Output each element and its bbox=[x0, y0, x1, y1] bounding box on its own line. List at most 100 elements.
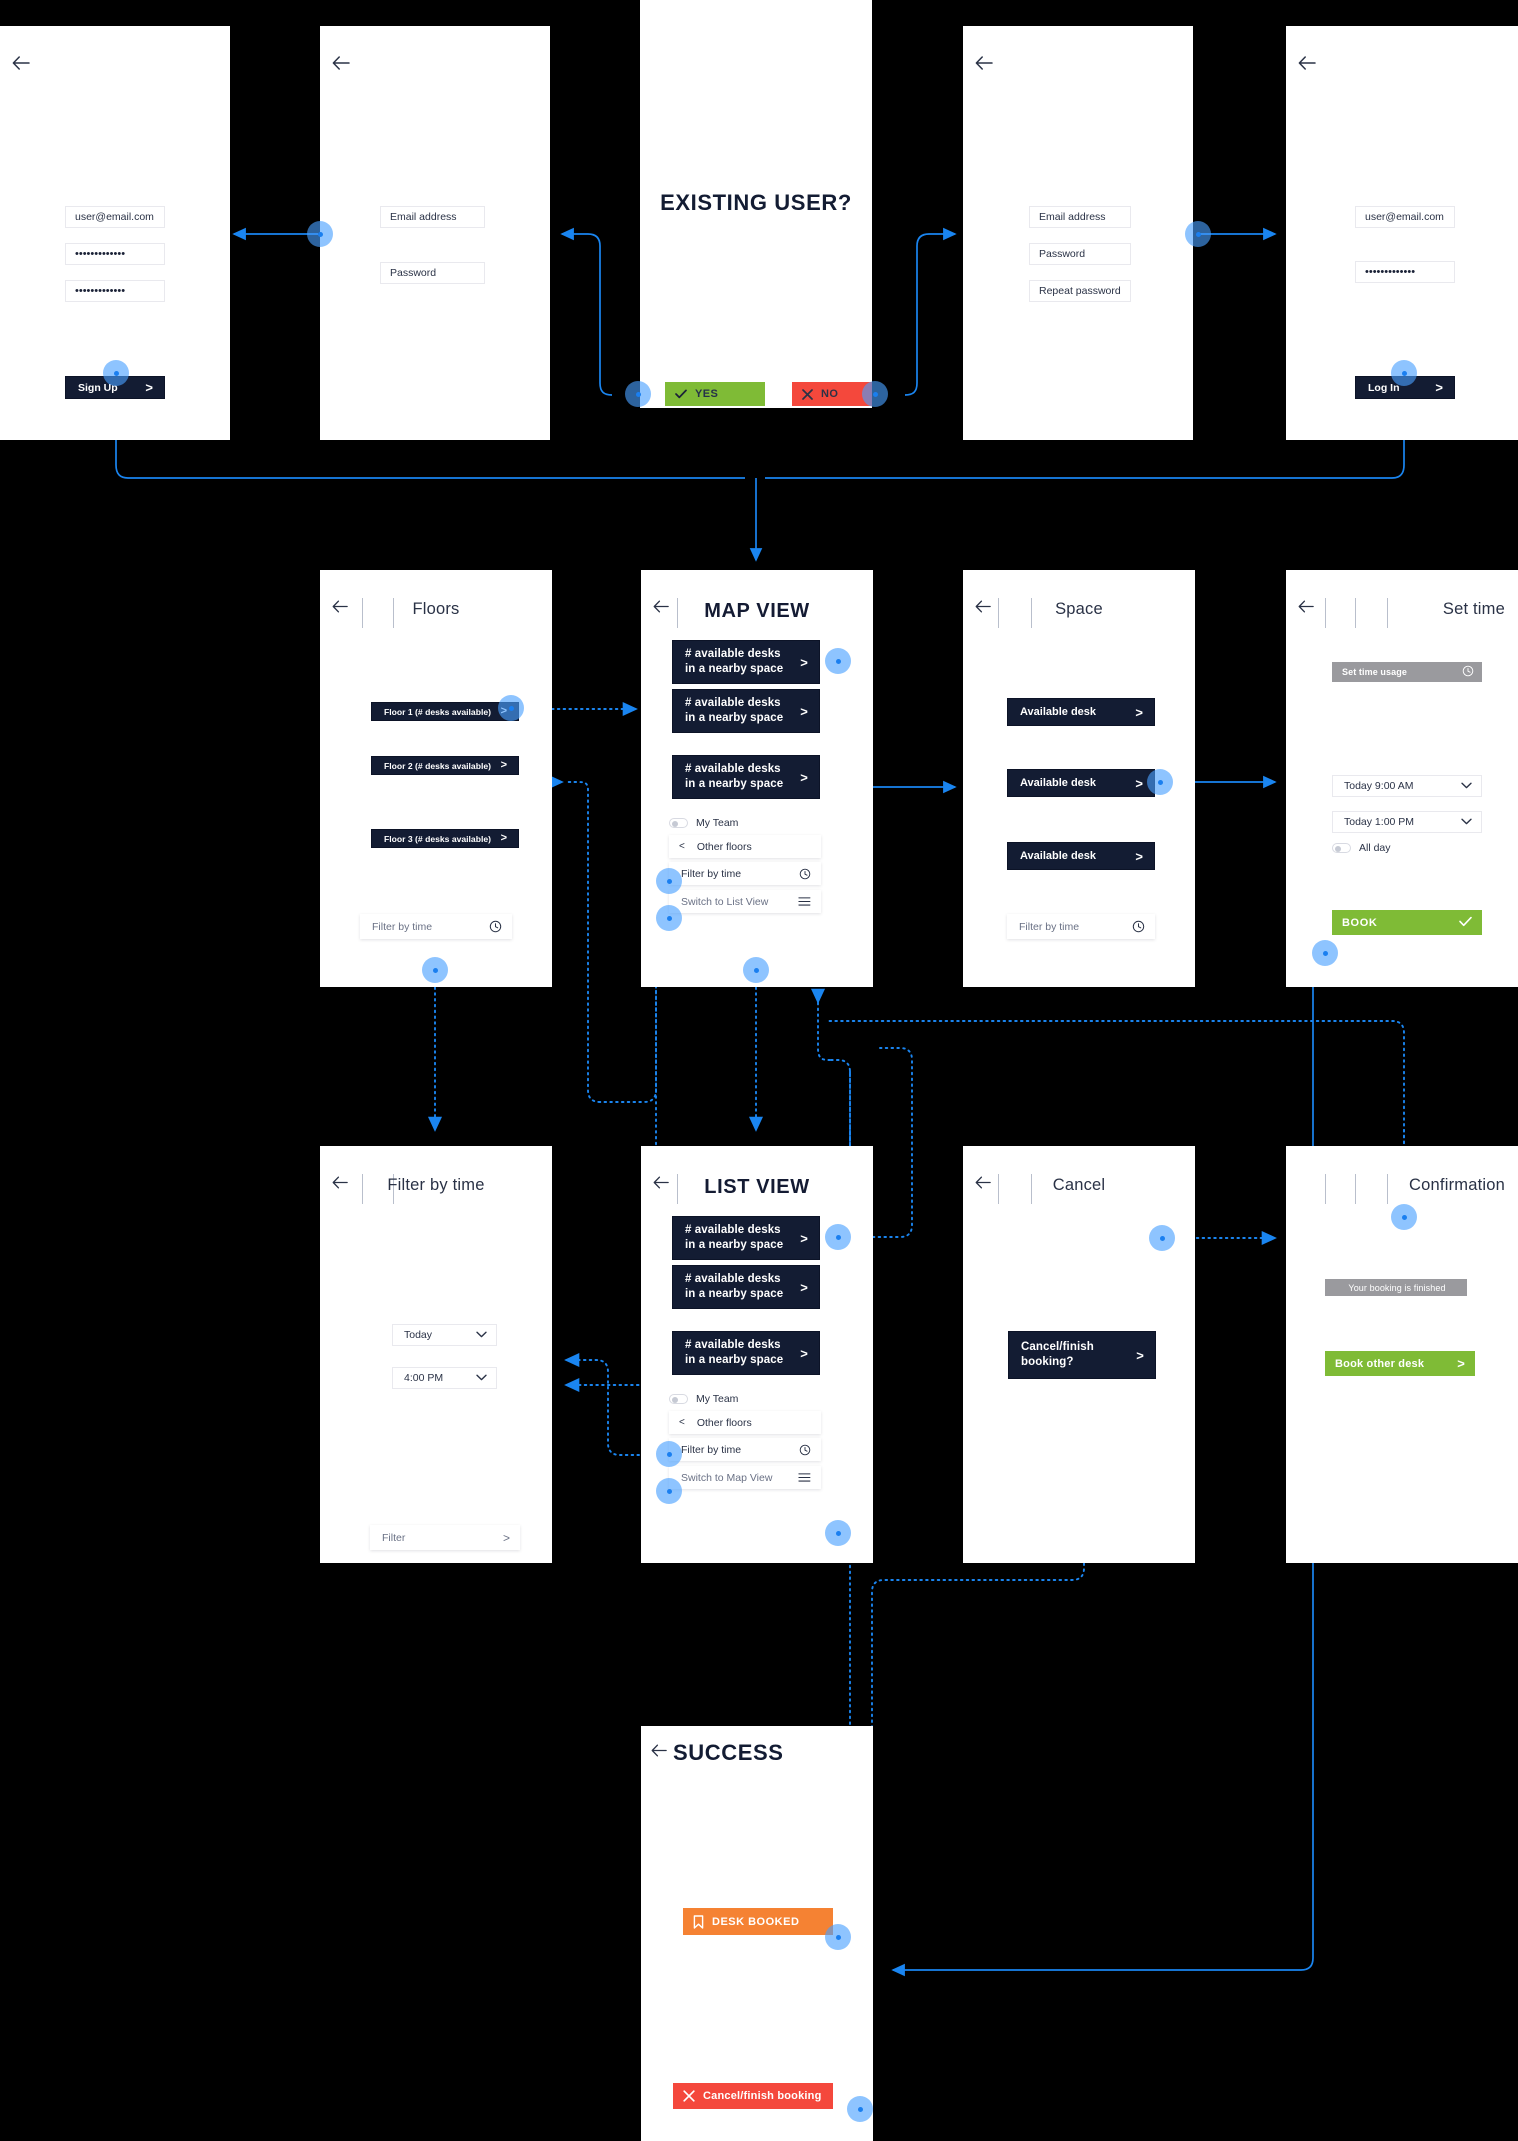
repeat-password-field[interactable]: ••••••••••••• bbox=[65, 280, 165, 302]
end-time-select[interactable]: Today 1:00 PM bbox=[1332, 811, 1482, 833]
back-arrow-icon[interactable] bbox=[12, 56, 30, 74]
switch-to-list-view-row[interactable]: Switch to List View bbox=[669, 890, 821, 913]
all-day-toggle[interactable]: All day bbox=[1332, 842, 1391, 854]
date-select[interactable]: Today bbox=[392, 1324, 497, 1346]
sign-up-button[interactable]: Sign Up > bbox=[65, 376, 165, 399]
hotspot-sign-up-button[interactable] bbox=[103, 360, 129, 386]
no-button[interactable]: NO bbox=[792, 382, 872, 406]
floor-2-button[interactable]: Floor 2 (# desks available) > bbox=[371, 756, 519, 775]
screen-signup-three-fields: Email address Password Repeat password bbox=[963, 26, 1193, 440]
log-in-button[interactable]: Log In > bbox=[1355, 376, 1455, 399]
hotspot-desk-booked[interactable] bbox=[825, 1924, 851, 1950]
available-desk-button[interactable]: Available desk > bbox=[1007, 698, 1155, 726]
hotspot-cancel-finish-card[interactable] bbox=[1149, 1225, 1175, 1251]
time-select[interactable]: 4:00 PM bbox=[392, 1367, 497, 1389]
chevron-right-icon: > bbox=[800, 769, 808, 785]
divider bbox=[393, 1174, 394, 1204]
toggle-switch[interactable] bbox=[1332, 843, 1351, 853]
password-field[interactable]: ••••••••••••• bbox=[65, 243, 165, 265]
hotspot-map-other-floors[interactable] bbox=[656, 868, 682, 894]
toggle-switch[interactable] bbox=[669, 1394, 688, 1404]
hotspot-map-card-1[interactable] bbox=[825, 648, 851, 674]
hotspot-switch-to-map-view[interactable] bbox=[825, 1520, 851, 1546]
yes-button[interactable]: YES bbox=[665, 382, 765, 406]
back-arrow-icon[interactable] bbox=[653, 600, 671, 618]
page-title: SUCCESS bbox=[673, 1740, 784, 1765]
hotspot-log-in-button[interactable] bbox=[1391, 360, 1417, 386]
repeat-password-field[interactable]: Repeat password bbox=[1029, 280, 1131, 302]
hotspot-floors-filter-by-time[interactable] bbox=[422, 957, 448, 983]
book-other-desk-button[interactable]: Book other desk > bbox=[1325, 1351, 1475, 1376]
check-icon bbox=[675, 389, 687, 399]
hotspot-switch-to-list-view[interactable] bbox=[743, 957, 769, 983]
repeat-password-field-placeholder: Repeat password bbox=[1039, 285, 1121, 297]
booking-finished-pill: Your booking is finished bbox=[1325, 1279, 1467, 1296]
start-time-value: Today 9:00 AM bbox=[1344, 780, 1414, 792]
filter-by-time-row[interactable]: Filter by time bbox=[1007, 914, 1155, 939]
date-select-value: Today bbox=[404, 1329, 433, 1341]
toggle-switch[interactable] bbox=[669, 818, 688, 828]
password-field[interactable]: Password bbox=[380, 262, 485, 284]
floor-3-button[interactable]: Floor 3 (# desks available) > bbox=[371, 829, 519, 848]
floor-1-label: Floor 1 (# desks available) bbox=[384, 706, 491, 717]
available-desk-button[interactable]: Available desk > bbox=[1007, 842, 1155, 870]
hotspot-success-cancel-finish[interactable] bbox=[847, 2096, 873, 2122]
filter-by-time-row[interactable]: Filter by time bbox=[360, 914, 512, 939]
my-team-toggle[interactable]: My Team bbox=[669, 1393, 738, 1405]
page-title: MAP VIEW bbox=[704, 600, 810, 622]
page-title: Set time bbox=[1442, 600, 1505, 618]
hotspot-book-other-desk[interactable] bbox=[1391, 1204, 1417, 1230]
other-floors-row[interactable]: < Other floors bbox=[669, 1411, 821, 1434]
hotspot-signup-empty-to-filled[interactable] bbox=[307, 221, 333, 247]
back-arrow-icon[interactable] bbox=[975, 1176, 993, 1194]
no-button-label: NO bbox=[821, 388, 839, 400]
switch-to-map-view-row[interactable]: Switch to Map View bbox=[669, 1466, 821, 1489]
back-arrow-icon[interactable] bbox=[651, 1744, 669, 1762]
cancel-finish-booking-button[interactable]: Cancel/finish booking bbox=[673, 2083, 833, 2109]
email-field[interactable]: Email address bbox=[380, 206, 485, 228]
back-arrow-icon[interactable] bbox=[975, 56, 993, 74]
back-arrow-icon[interactable] bbox=[1298, 56, 1316, 74]
hotspot-list-filter-by-time[interactable] bbox=[656, 1478, 682, 1504]
start-time-select[interactable]: Today 9:00 AM bbox=[1332, 775, 1482, 797]
back-arrow-icon[interactable] bbox=[653, 1176, 671, 1194]
hotspot-existing-user-yes[interactable] bbox=[625, 381, 651, 407]
email-field[interactable]: user@email.com bbox=[65, 206, 165, 228]
hotspot-available-desk-2[interactable] bbox=[1147, 769, 1173, 795]
back-arrow-icon[interactable] bbox=[332, 1176, 350, 1194]
book-button[interactable]: BOOK bbox=[1332, 910, 1482, 935]
other-floors-row[interactable]: < Other floors bbox=[669, 835, 821, 858]
desk-booked-button[interactable]: DESK BOOKED bbox=[683, 1908, 833, 1935]
page-title: Confirmation bbox=[1409, 1176, 1505, 1194]
back-arrow-icon[interactable] bbox=[1298, 600, 1316, 618]
email-field[interactable]: Email address bbox=[1029, 206, 1131, 228]
filter-by-time-row[interactable]: Filter by time bbox=[669, 1438, 821, 1461]
chevron-right-icon: > bbox=[800, 703, 808, 719]
floor-1-button[interactable]: Floor 1 (# desks available) > bbox=[371, 702, 519, 721]
back-arrow-icon[interactable] bbox=[332, 56, 350, 74]
back-arrow-icon[interactable] bbox=[332, 600, 350, 618]
hotspot-floor-1[interactable] bbox=[498, 695, 524, 721]
hotspot-list-other-floors[interactable] bbox=[656, 1441, 682, 1467]
back-arrow-icon[interactable] bbox=[975, 600, 993, 618]
my-team-toggle[interactable]: My Team bbox=[669, 817, 738, 829]
available-desk-button[interactable]: Available desk > bbox=[1007, 769, 1155, 797]
hotspot-map-filter-by-time[interactable] bbox=[656, 905, 682, 931]
filter-by-time-row[interactable]: Filter by time bbox=[669, 862, 821, 885]
hotspot-existing-user-no[interactable] bbox=[862, 381, 888, 407]
hotspot-list-card-1[interactable] bbox=[825, 1224, 851, 1250]
filter-button[interactable]: Filter > bbox=[370, 1525, 520, 1550]
email-field[interactable]: user@email.com bbox=[1355, 206, 1455, 228]
set-time-usage-pill[interactable]: Set time usage bbox=[1332, 662, 1482, 682]
password-field[interactable]: Password bbox=[1029, 243, 1131, 265]
hotspot-signup-three-to-login[interactable] bbox=[1185, 221, 1211, 247]
hotspot-book-button[interactable] bbox=[1312, 940, 1338, 966]
password-field[interactable]: ••••••••••••• bbox=[1355, 261, 1455, 283]
